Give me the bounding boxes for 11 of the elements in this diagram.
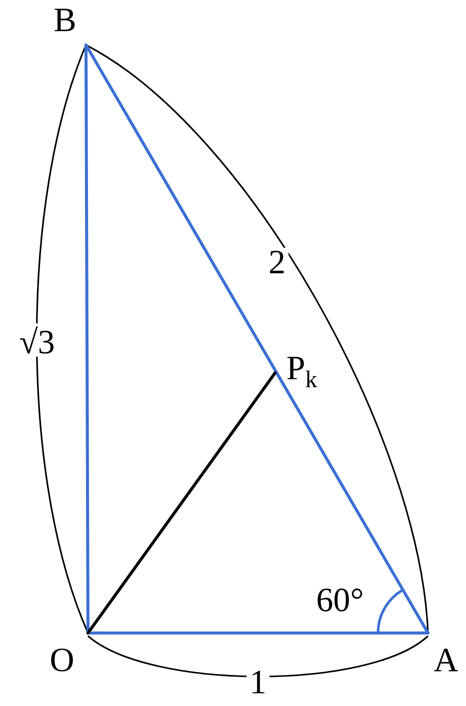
line-segment bbox=[84, 44, 90, 634]
point-label: P$_{k}$ bbox=[287, 356, 318, 388]
dimension-label: 2 bbox=[266, 248, 288, 276]
point-label: A bbox=[434, 648, 458, 672]
dimension-label: 1 bbox=[246, 668, 270, 696]
point-label: B bbox=[54, 8, 75, 32]
dimension-label: 60° bbox=[313, 586, 367, 614]
line-segment bbox=[86, 372, 276, 634]
point-label: O bbox=[51, 648, 73, 672]
line-segment bbox=[86, 632, 430, 634]
dimension-label: √3 bbox=[16, 323, 58, 357]
